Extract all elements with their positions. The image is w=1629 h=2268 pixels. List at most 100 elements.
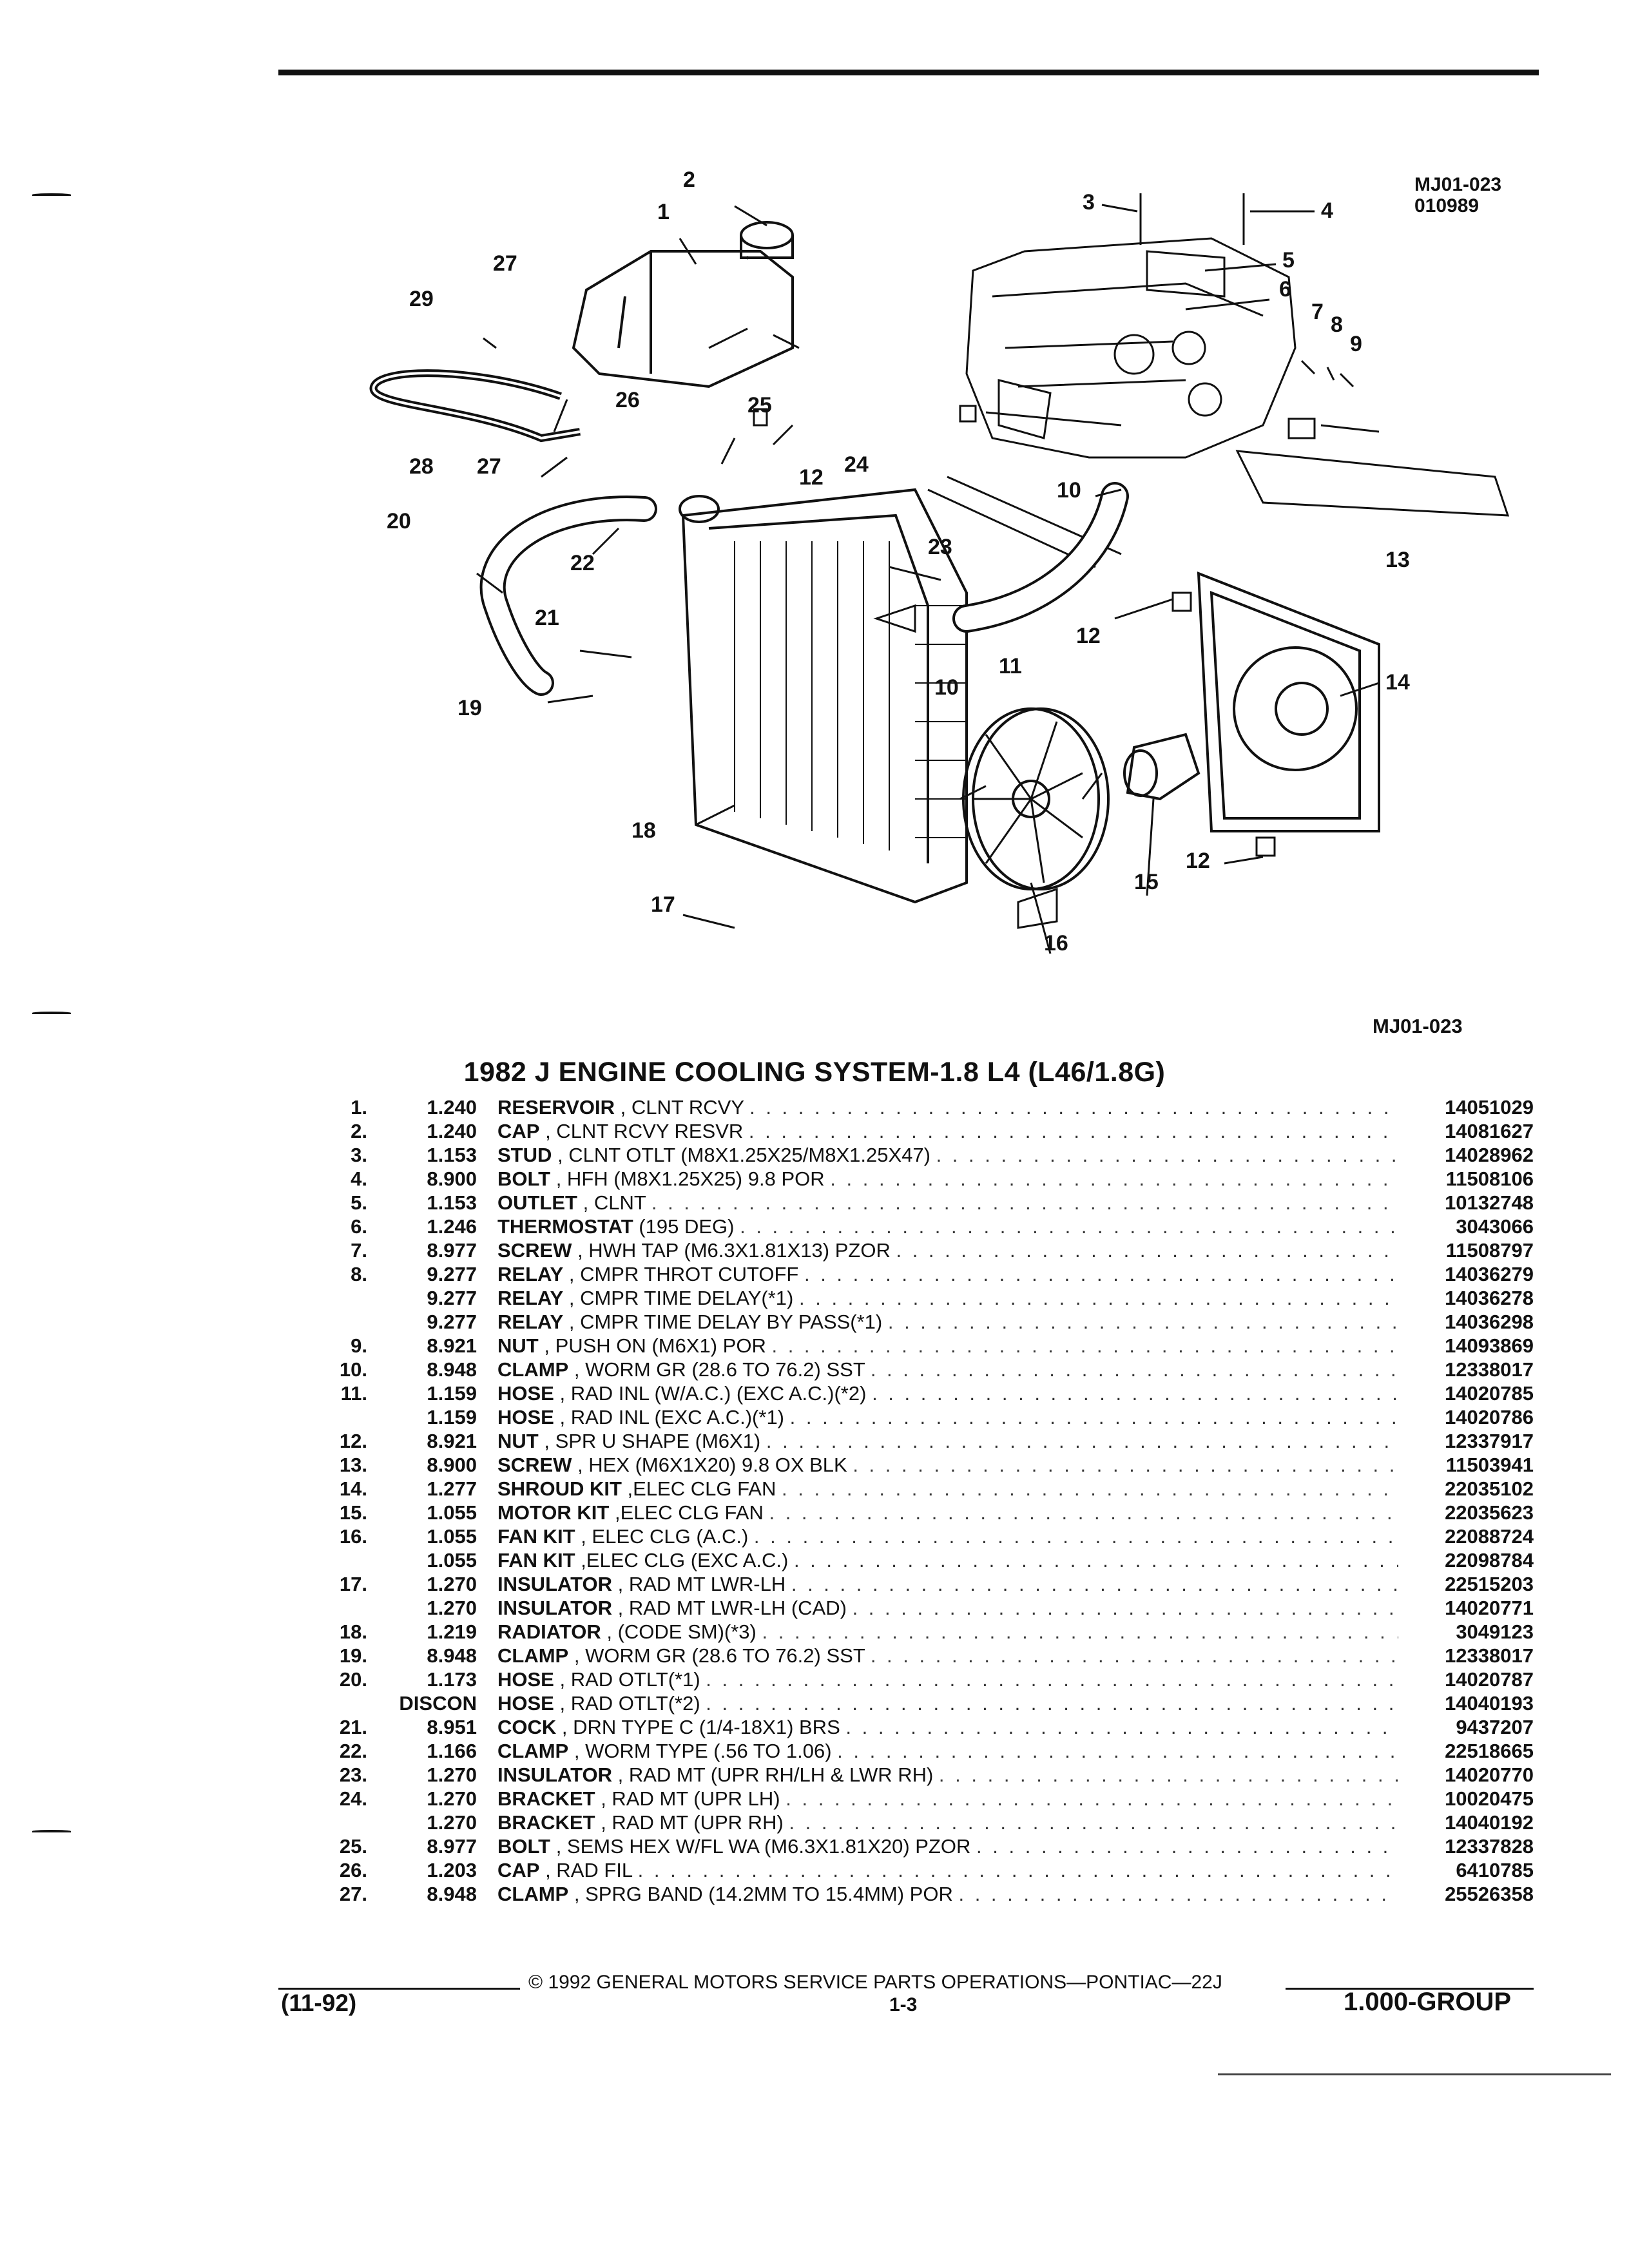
part-description: FAN KIT , ELEC CLG (A.C.) . . . . . . . … [497, 1524, 1398, 1548]
part-number: 14040193 [1445, 1692, 1534, 1715]
callout-10b: 10 [934, 675, 959, 700]
group-code: DISCON [399, 1692, 477, 1715]
part-description: HOSE , RAD OTLT(*1) . . . . . . . . . . … [497, 1667, 1398, 1691]
leader-dots: . . . . . . . . . . . . . . . . . . . . … [845, 1716, 1398, 1738]
part-number: 14040192 [1445, 1811, 1534, 1834]
callout-19: 19 [458, 696, 482, 720]
item-number: 25. [339, 1835, 367, 1858]
leader-dots: . . . . . . . . . . . . . . . . . . . . … [753, 1525, 1398, 1548]
part-name: CLAMP [497, 1358, 569, 1381]
part-detail: , HFH (M8X1.25X25) 9.8 POR [555, 1168, 825, 1190]
top-rule [278, 70, 1539, 75]
group-code: 1.240 [427, 1120, 477, 1142]
part-name: CAP [497, 1120, 540, 1142]
part-detail: , RAD MT (UPR RH/LH & LWR RH) [617, 1763, 934, 1786]
part-number: 14093869 [1445, 1334, 1534, 1357]
part-name: OUTLET [497, 1191, 577, 1214]
part-description: OUTLET , CLNT . . . . . . . . . . . . . … [497, 1191, 1398, 1215]
item-number: 5. [351, 1191, 367, 1214]
part-description: INSULATOR , RAD MT LWR-LH . . . . . . . … [497, 1572, 1398, 1596]
item-number: 23. [339, 1763, 367, 1786]
leader-dots: . . . . . . . . . . . . . . . . . . . . … [762, 1620, 1399, 1643]
part-number: 12338017 [1445, 1644, 1534, 1667]
part-number: 12338017 [1445, 1358, 1534, 1381]
callout-17: 17 [651, 892, 675, 917]
part-name: STUD [497, 1144, 552, 1166]
copyright-notice: © 1992 GENERAL MOTORS SERVICE PARTS OPER… [528, 1972, 1222, 1993]
callout-12b: 12 [1076, 624, 1101, 648]
part-name: RELAY [497, 1263, 564, 1285]
group-code: 8.948 [427, 1883, 477, 1905]
part-description: HOSE , RAD OTLT(*2) . . . . . . . . . . … [497, 1691, 1398, 1715]
leader-dots: . . . . . . . . . . . . . . . . . . . . … [853, 1454, 1398, 1476]
part-detail: , SPRG BAND (14.2MM TO 15.4MM) POR [574, 1883, 953, 1905]
part-name: COCK [497, 1716, 557, 1738]
group-code: 1.173 [427, 1668, 477, 1691]
group-code: 8.921 [427, 1334, 477, 1357]
leader-dots: . . . . . . . . . . . . . . . . . . . . … [782, 1477, 1398, 1500]
callout-9: 9 [1350, 332, 1362, 356]
part-description: SCREW , HWH TAP (M6.3X1.81X13) PZOR . . … [497, 1238, 1398, 1262]
part-number: 3049123 [1456, 1620, 1534, 1643]
part-number: 14020785 [1445, 1382, 1534, 1405]
callout-16: 16 [1044, 931, 1068, 956]
part-description: CAP , CLNT RCVY RESVR . . . . . . . . . … [497, 1119, 1398, 1143]
item-number: 18. [339, 1620, 367, 1643]
group-code: 1.246 [427, 1215, 477, 1238]
part-number: 6410785 [1456, 1859, 1534, 1881]
group-label: 1.000-GROUP [1344, 1988, 1512, 2016]
leader-dots: . . . . . . . . . . . . . . . . . . . . … [791, 1573, 1398, 1595]
part-number: 22088724 [1445, 1525, 1534, 1548]
part-number: 10132748 [1445, 1191, 1534, 1214]
group-code: 1.219 [427, 1620, 477, 1643]
group-code: 8.977 [427, 1239, 477, 1262]
caption-code: MJ01-023 [1373, 1015, 1463, 1037]
group-code: 8.921 [427, 1430, 477, 1452]
leader-dots: . . . . . . . . . . . . . . . . . . . . … [896, 1239, 1398, 1262]
leader-dots: . . . . . . . . . . . . . . . . . . . . … [789, 1406, 1398, 1428]
item-number: 14. [339, 1477, 367, 1500]
part-number: 11508797 [1445, 1239, 1534, 1262]
part-number: 14036278 [1445, 1287, 1534, 1309]
part-number: 3043066 [1456, 1215, 1534, 1238]
group-code: 1.153 [427, 1144, 477, 1166]
part-detail: , CLNT RCVY RESVR [545, 1120, 744, 1142]
part-number: 22515203 [1445, 1573, 1534, 1595]
leader-dots: . . . . . . . . . . . . . . . . . . . . … [771, 1334, 1398, 1357]
part-description: CLAMP , WORM GR (28.6 TO 76.2) SST . . .… [497, 1358, 1398, 1381]
leader-dots: . . . . . . . . . . . . . . . . . . . . … [936, 1144, 1398, 1166]
part-number: 14051029 [1445, 1096, 1534, 1119]
leader-dots: . . . . . . . . . . . . . . . . . . . . … [830, 1168, 1398, 1190]
leader-dots: . . . . . . . . . . . . . . . . . . . . … [887, 1311, 1398, 1333]
leader-dots: . . . . . . . . . . . . . . . . . . . . … [637, 1859, 1398, 1881]
group-code: 8.948 [427, 1644, 477, 1667]
leader-dots: . . . . . . . . . . . . . . . . . . . . … [870, 1358, 1398, 1381]
scan-mark [32, 193, 71, 196]
callout-20: 20 [387, 509, 411, 533]
group-code: 9.277 [427, 1287, 477, 1309]
part-name: CLAMP [497, 1644, 569, 1667]
callout-24: 24 [844, 452, 869, 477]
parts-row: DISCON HOSE , RAD OTLT(*2) . . . . . . . … [309, 1691, 1534, 1715]
part-detail: , RAD INL (EXC A.C.)(*1) [559, 1406, 785, 1428]
part-name: NUT [497, 1430, 539, 1452]
item-number: 16. [339, 1525, 367, 1548]
leader-dots: . . . . . . . . . . . . . . . . . . . . … [651, 1191, 1398, 1214]
page-number: 1-3 [889, 1994, 918, 2015]
callout-6: 6 [1279, 277, 1291, 302]
item-number: 26. [339, 1859, 367, 1881]
callout-14: 14 [1385, 670, 1410, 695]
